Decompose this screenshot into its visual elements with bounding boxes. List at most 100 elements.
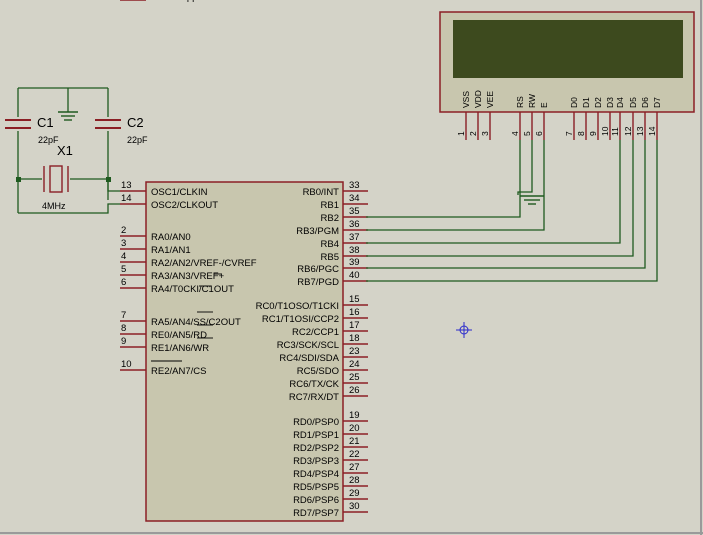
mcu-pin-number: 10 bbox=[121, 359, 132, 370]
c1-value-label: 22pF bbox=[38, 135, 59, 145]
mcu-pin-name: RA5/AN4/SS/C2OUT bbox=[151, 317, 241, 328]
oscillator-wires bbox=[17, 87, 120, 214]
lcd-pin-4[interactable]: RS4 bbox=[510, 96, 525, 140]
mcu-pin-number: 22 bbox=[349, 449, 360, 460]
mcu-pin-number: 36 bbox=[349, 219, 360, 230]
mcu-pin-name: RB2 bbox=[321, 213, 339, 224]
mcu-pin-number: 13 bbox=[121, 180, 132, 191]
mcu-pin-number: 19 bbox=[349, 410, 360, 421]
mcu-pin-name: RA3/AN3/VREF+ bbox=[151, 271, 225, 282]
mcu-pin-number: 40 bbox=[349, 270, 360, 281]
lcd-pin-name: VEE bbox=[485, 91, 495, 108]
mcu-pin-number: 5 bbox=[121, 264, 126, 275]
lcd-pin-7[interactable]: D07 bbox=[564, 97, 579, 140]
mcu-pin-number: 7 bbox=[121, 310, 126, 321]
mcu-pin-name: RD1/PSP1 bbox=[293, 430, 339, 441]
mcu-pin-number: 2 bbox=[121, 225, 126, 236]
mcu-pin-number: 9 bbox=[121, 336, 126, 347]
mcu-pin-number: 34 bbox=[349, 193, 360, 204]
lcd-pin-name: D5 bbox=[628, 97, 638, 108]
mcu-pin-number: 26 bbox=[349, 385, 360, 396]
lcd-pin-group: VSS1VDD2VEE3RS4RW5E6D07D18D29D310D411D51… bbox=[456, 90, 662, 140]
mcu-pin-1[interactable]: 1MCLR/Vpp/THV bbox=[120, 0, 220, 3]
mcu-pin-name: RB0/INT bbox=[303, 187, 340, 198]
mcu-pin-name: RB1 bbox=[321, 200, 339, 211]
mcu-pin-name: RB4 bbox=[321, 239, 339, 250]
mcu-pin-number: 8 bbox=[121, 323, 126, 334]
lcd-pin-number: 11 bbox=[610, 127, 620, 136]
mcu-pin-name: RC2/CCP1 bbox=[292, 327, 339, 338]
lcd-pin-5[interactable]: RW5 bbox=[522, 94, 537, 140]
mcu-chip-body[interactable] bbox=[145, 181, 344, 522]
lcd-pin-8[interactable]: D18 bbox=[576, 97, 591, 140]
c2-ref-label: C2 bbox=[127, 115, 144, 130]
mcu-pin-name: RC0/T1OSO/T1CKI bbox=[256, 301, 339, 312]
mcu-pin-name: RD5/PSP5 bbox=[293, 482, 339, 493]
mcu-pin-number: 20 bbox=[349, 423, 360, 434]
lcd-pin-6[interactable]: E6 bbox=[534, 102, 549, 140]
capacitor-c1-symbol bbox=[5, 119, 31, 129]
mcu-pin-name: RB7/PGD bbox=[297, 277, 339, 288]
mcu-pin-number: 21 bbox=[349, 436, 360, 447]
mcu-pin-name: RA4/T0CKI/C1OUT bbox=[151, 284, 234, 295]
mcu-pin-number: 16 bbox=[349, 307, 360, 318]
lcd-pin-number: 3 bbox=[480, 131, 490, 136]
ground-icon bbox=[58, 111, 78, 121]
mcu-pin-number: 15 bbox=[349, 294, 360, 305]
lcd-pin-9[interactable]: D29 bbox=[588, 97, 603, 140]
mcu-pin-name: RC4/SDI/SDA bbox=[279, 353, 339, 364]
mcu-pin-name: RC5/SDO bbox=[297, 366, 339, 377]
lcd-bus-wires bbox=[366, 140, 658, 282]
lcd-screen bbox=[453, 20, 683, 78]
crosshair-cursor-icon bbox=[456, 322, 472, 338]
lcd-pin-number: 4 bbox=[510, 131, 520, 136]
mcu-pin-name: RC1/T1OSI/CCP2 bbox=[262, 314, 339, 325]
lcd-pin-3[interactable]: VEE 3 bbox=[480, 91, 495, 140]
lcd-pin-name: D0 bbox=[569, 97, 579, 108]
